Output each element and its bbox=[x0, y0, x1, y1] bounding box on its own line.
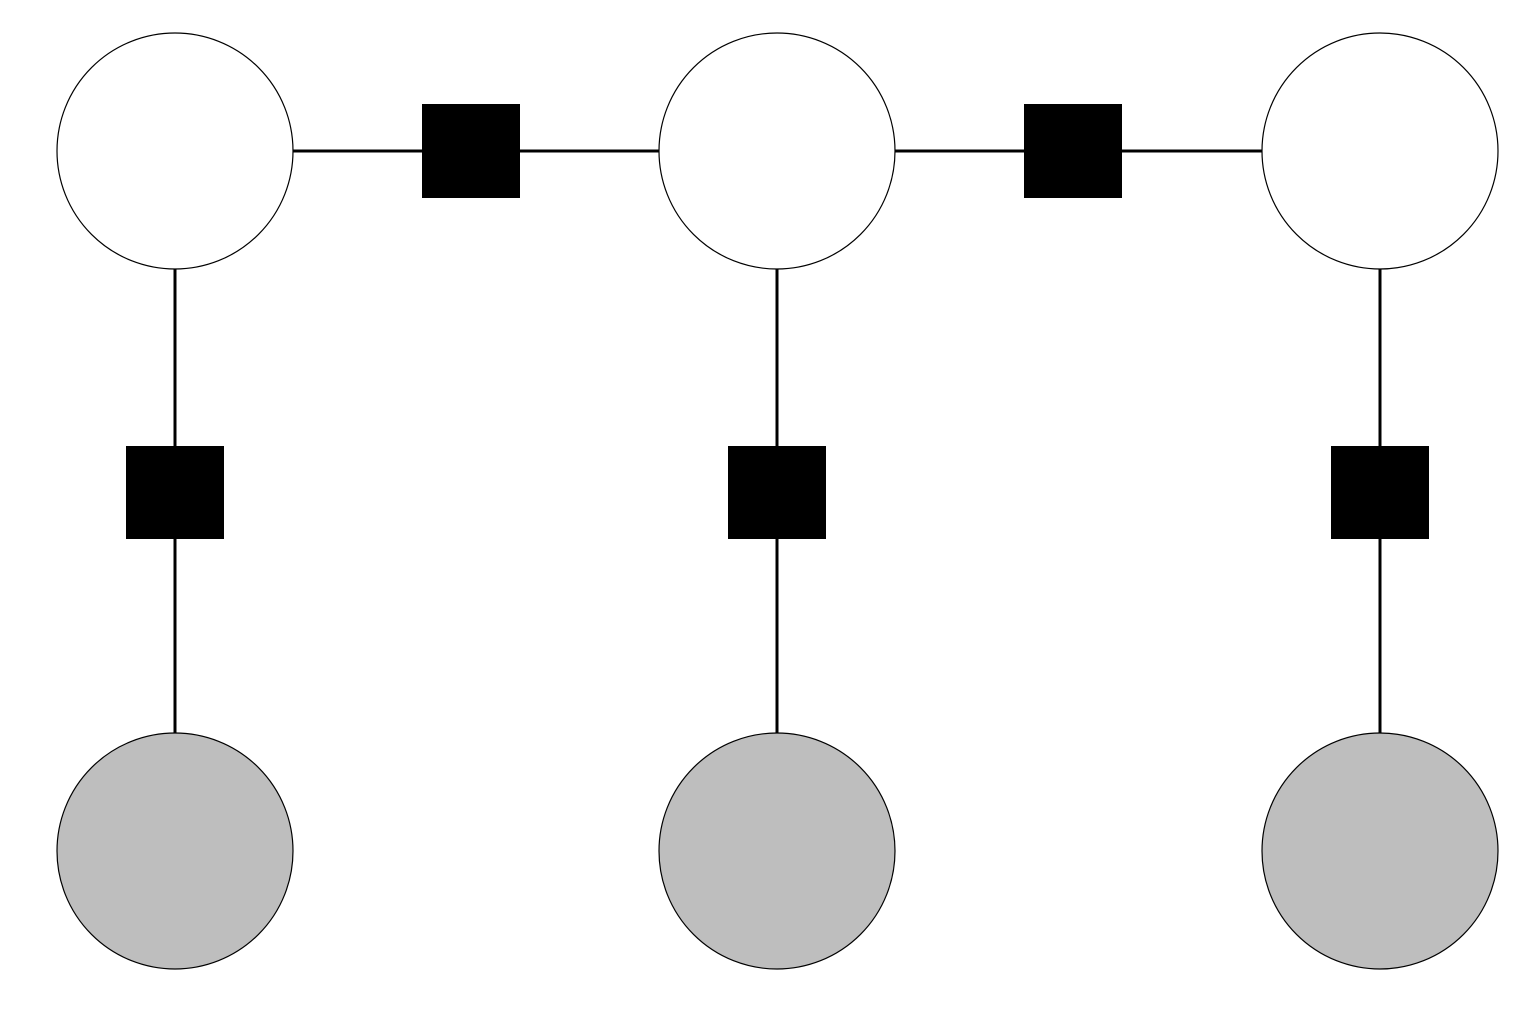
emission-factor-1 bbox=[126, 446, 224, 539]
emission-factor-3 bbox=[1331, 446, 1429, 539]
observed-3-node bbox=[1261, 732, 1499, 970]
emission-factor-2 bbox=[728, 446, 826, 539]
transition-factor-2-3 bbox=[1024, 104, 1122, 198]
observed-2-node bbox=[658, 732, 896, 970]
factors-layer bbox=[126, 104, 1429, 539]
latent-3-node bbox=[1261, 32, 1499, 270]
latent-2-node bbox=[658, 32, 896, 270]
latent-1-node bbox=[56, 32, 294, 270]
nodes-layer bbox=[56, 32, 1499, 970]
observed-1-node bbox=[56, 732, 294, 970]
transition-factor-1-2 bbox=[422, 104, 520, 198]
